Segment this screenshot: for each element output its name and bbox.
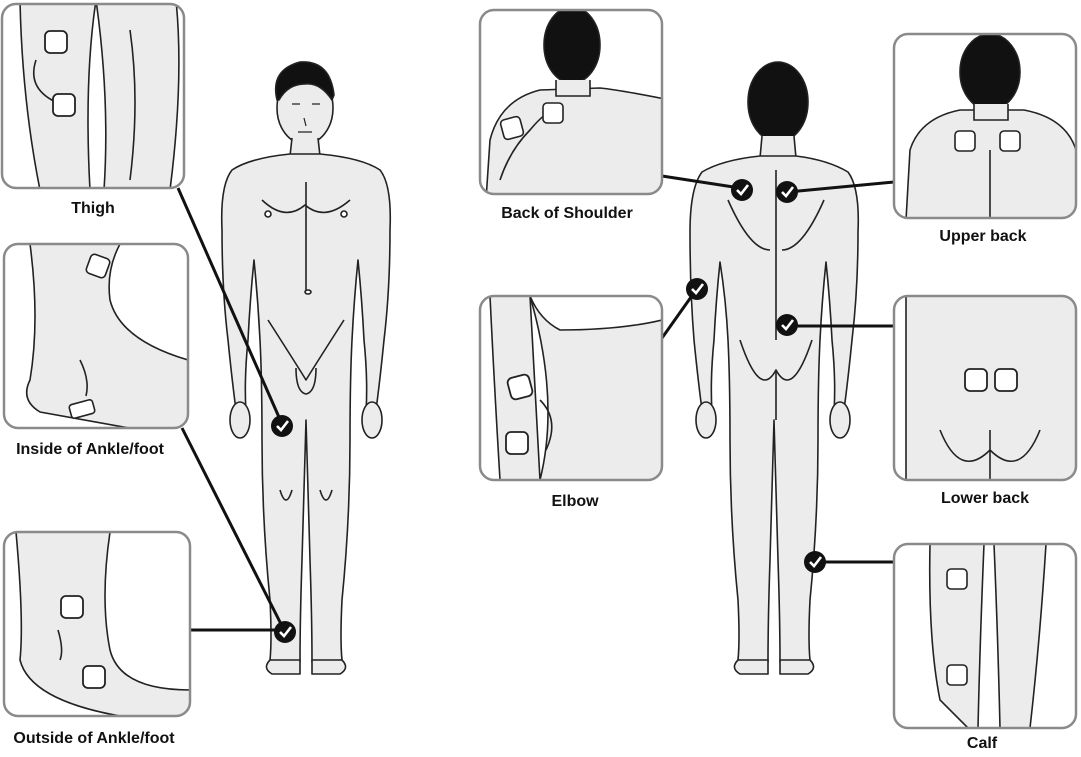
electrode-pad-icon <box>947 665 967 685</box>
back-body-figure <box>690 62 858 674</box>
check-circle-icon <box>731 179 753 201</box>
calf-panel <box>894 544 1076 728</box>
electrode-pad-icon <box>947 569 967 589</box>
check-circle-icon <box>776 181 798 203</box>
label-thigh: Thigh <box>71 200 115 218</box>
check-circle-icon <box>686 278 708 300</box>
electrode-pad-icon <box>45 31 67 53</box>
front-body-figure <box>222 62 391 674</box>
electrode-pad-icon <box>500 116 524 140</box>
electrode-pad-icon <box>955 131 975 151</box>
back-shoulder-panel <box>480 7 670 200</box>
electrode-pad-icon <box>543 103 563 123</box>
electrode-pad-icon <box>83 666 105 688</box>
label-back-shoulder: Back of Shoulder <box>501 205 633 223</box>
check-circle-icon <box>804 551 826 573</box>
elbow-panel <box>480 296 662 480</box>
label-outside-ankle: Outside of Ankle/foot <box>13 730 174 748</box>
upper-back-panel <box>894 34 1080 220</box>
electrode-pad-icon <box>61 596 83 618</box>
electrode-pad-icon <box>507 374 534 401</box>
check-circle-icon <box>271 415 293 437</box>
electrode-pad-icon <box>965 369 987 391</box>
electrode-pad-icon <box>506 432 528 454</box>
check-circle-icon <box>274 621 296 643</box>
outside-ankle-panel <box>4 532 190 716</box>
label-inside-ankle: Inside of Ankle/foot <box>16 441 164 459</box>
inside-ankle-panel <box>4 244 188 430</box>
electrode-pad-icon <box>53 94 75 116</box>
label-elbow: Elbow <box>551 493 598 511</box>
check-circle-icon <box>776 314 798 336</box>
thigh-panel <box>2 0 184 190</box>
label-upper-back: Upper back <box>939 228 1026 246</box>
electrode-pad-icon <box>995 369 1017 391</box>
label-lower-back: Lower back <box>941 490 1029 508</box>
label-calf: Calf <box>967 735 997 753</box>
lower-back-panel <box>894 296 1076 480</box>
electrode-pad-icon <box>1000 131 1020 151</box>
